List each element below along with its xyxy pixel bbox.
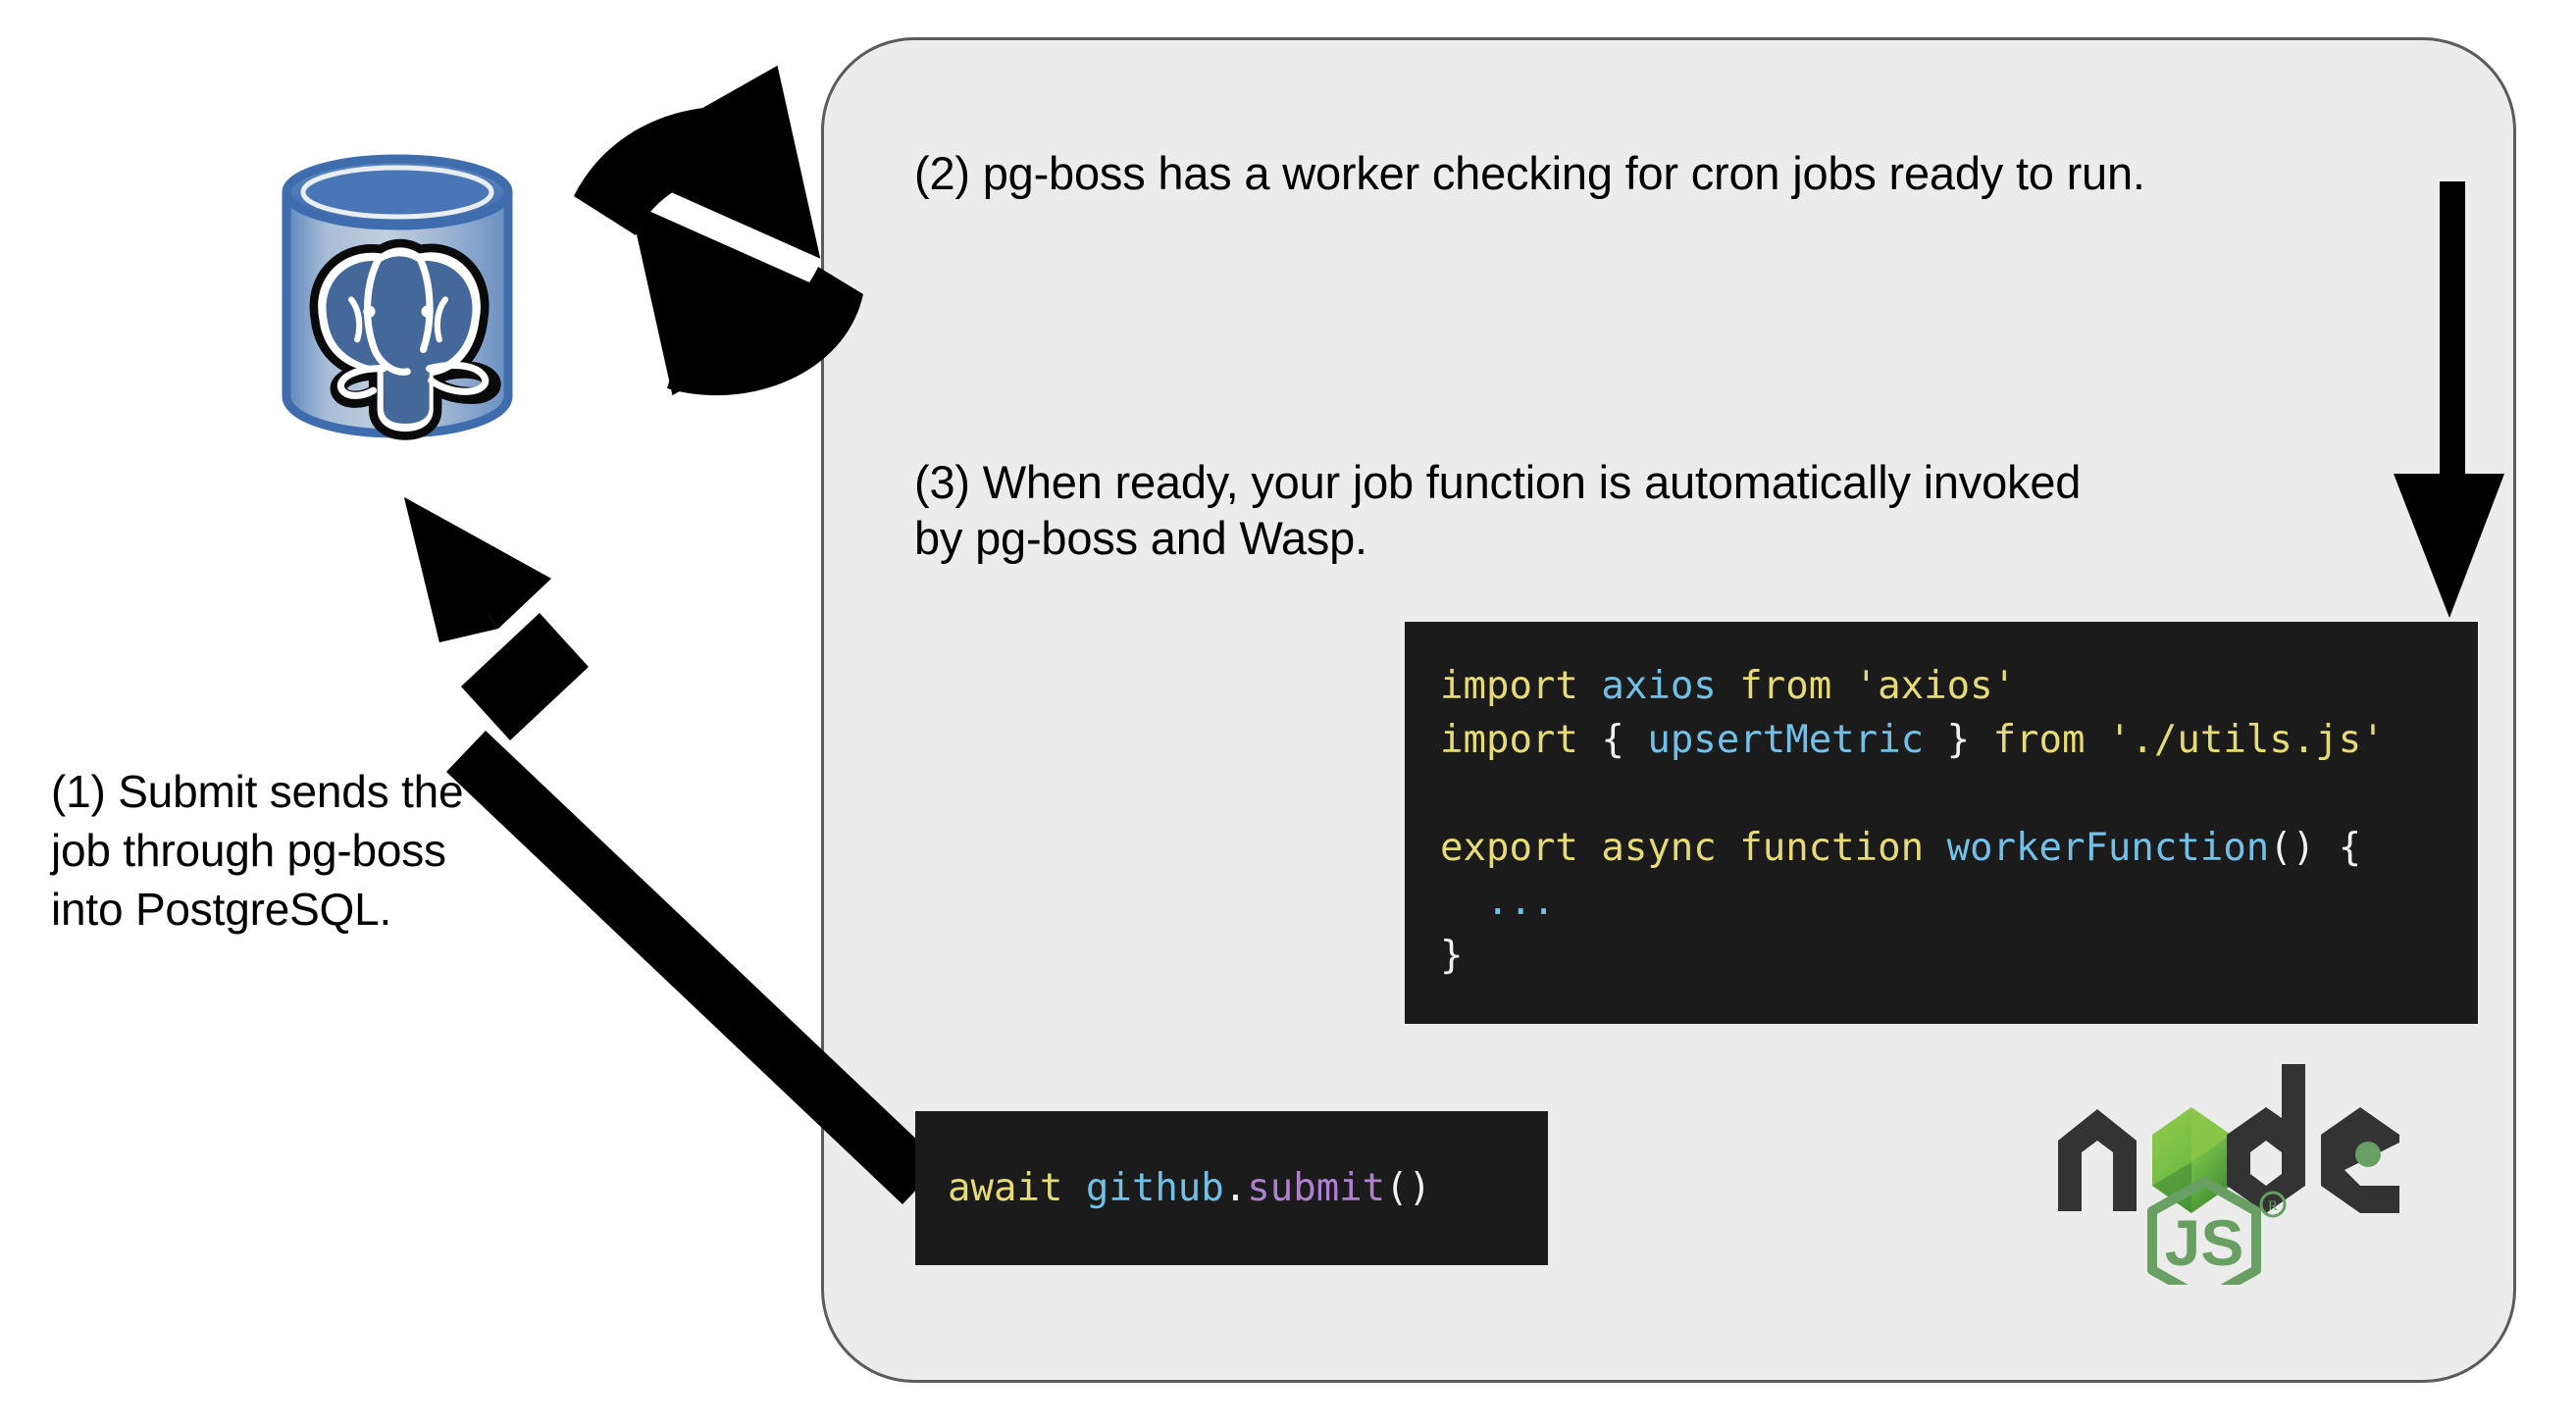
code-token: () { (2269, 826, 2362, 870)
node-letter-e (2321, 1107, 2399, 1213)
registered-trademark-icon: R (2259, 1191, 2287, 1218)
code-token: from (1992, 718, 2108, 762)
code-token: await (948, 1166, 1086, 1210)
nodejs-logo: JS R (2058, 1064, 2399, 1285)
code-token: axios (1601, 664, 1740, 708)
code-token: . (1223, 1166, 1248, 1210)
code-token: } (1946, 718, 1993, 762)
step-2-label: (2) pg-boss has a worker checking for cr… (914, 147, 2145, 199)
step-3-label: (3) When ready, your job function is aut… (914, 456, 2082, 565)
code-token: ... (1440, 880, 1556, 924)
node-letter-n (2058, 1109, 2137, 1211)
code-token: submit (1247, 1166, 1386, 1210)
code-token: workerFunction (1946, 826, 2270, 870)
code-token: 'axios' (1854, 664, 2017, 708)
code-token: import (1440, 718, 1602, 762)
postgresql-database-icon (282, 154, 513, 441)
svg-text:JS: JS (2165, 1206, 2244, 1279)
worker-function-code-block: import axios from 'axios' import { upser… (1405, 622, 2478, 1024)
code-token: './utils.js' (2107, 718, 2385, 762)
code-token: from (1739, 664, 1855, 708)
node-letter-o-hexagon (2152, 1107, 2231, 1213)
code-token: { (1601, 718, 1648, 762)
code-token: import (1440, 664, 1602, 708)
code-token: upsertMetric (1647, 718, 1947, 762)
code-token: github (1085, 1166, 1224, 1210)
node-js-badge: JS (2147, 1177, 2261, 1285)
code-token: () (1385, 1166, 1432, 1210)
code-token: } (1440, 934, 1464, 978)
svg-text:R: R (2268, 1198, 2278, 1214)
submit-call-code-block: await github.submit() (915, 1111, 1548, 1265)
code-token: export async function (1440, 826, 1947, 870)
step-1-label: (1) Submit sends the job through pg-boss… (51, 766, 464, 935)
node-letter-d (2227, 1064, 2305, 1213)
